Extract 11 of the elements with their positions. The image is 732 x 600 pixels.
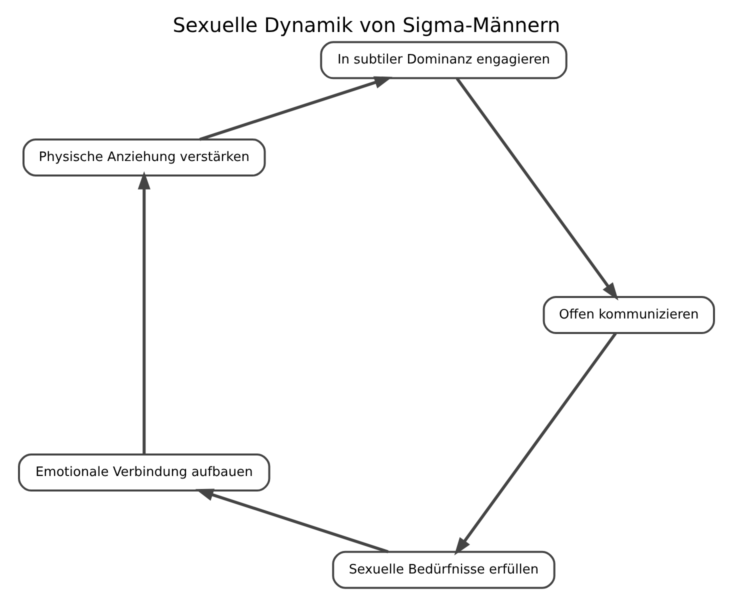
arrow bbox=[194, 488, 388, 554]
node-box: In subtiler Dominanz engagieren bbox=[320, 41, 567, 80]
node-box: Sexuelle Bedürfnisse erfüllen bbox=[332, 550, 555, 589]
node-box: Offen kommunizieren bbox=[542, 296, 714, 334]
diagram-title: Sexuelle Dynamik von Sigma-Männern bbox=[172, 13, 560, 38]
arrow bbox=[198, 76, 392, 141]
arrow bbox=[137, 171, 150, 454]
node-box: Physische Anziehung verstärken bbox=[22, 138, 266, 177]
node-box: Emotionale Verbindung aufbauen bbox=[18, 454, 270, 492]
arrow bbox=[455, 78, 618, 301]
arrow bbox=[454, 332, 616, 556]
